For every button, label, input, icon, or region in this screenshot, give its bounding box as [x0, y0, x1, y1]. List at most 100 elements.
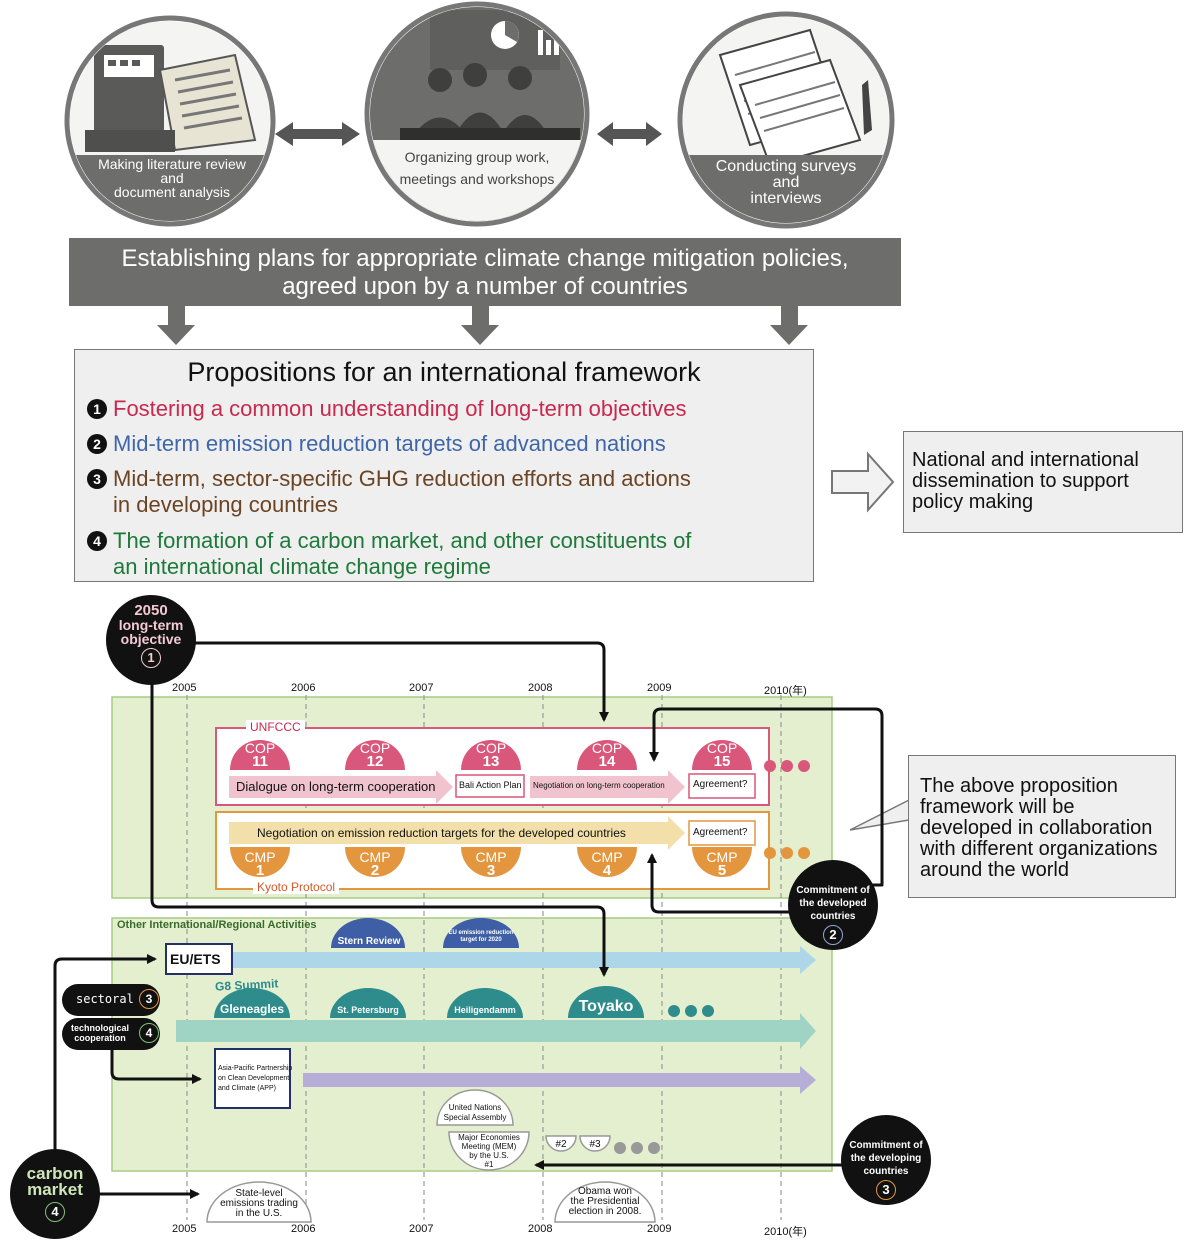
negotiation-ltc-arrow	[530, 770, 685, 804]
dissemination-box: National and international dissemination…	[903, 431, 1183, 533]
proposition-3-line-1: Mid-term, sector-specific GHG reduction …	[113, 466, 691, 491]
callout-pointer	[849, 798, 910, 831]
cop-14-b: 14	[598, 753, 616, 770]
cop-11-b: 11	[252, 753, 268, 770]
cop-15-b: 15	[713, 753, 731, 770]
propositions-box: Propositions for an international framew…	[74, 349, 814, 582]
proposition-4-line-1: The formation of a carbon market, and ot…	[113, 528, 692, 553]
stern-review-marker	[331, 918, 405, 948]
bali-box	[455, 774, 525, 798]
tech-pill	[62, 1018, 160, 1050]
un-assembly-label: United Nations Special Assembly	[437, 1103, 513, 1123]
proposition-1-num: 1	[87, 399, 107, 419]
dialogue-arrow	[229, 770, 453, 804]
obama-line-3: election in 2008.	[568, 1206, 642, 1217]
cop-markers	[230, 740, 752, 770]
developing-circle-label: Commitment of the developing countries 3	[843, 1139, 929, 1200]
tech-num-badge: 4	[139, 1023, 159, 1043]
un-assembly-line-2: Special Assembly	[443, 1113, 507, 1122]
developed-circle-label: Commitment of the developed countries 2	[790, 884, 876, 945]
g8-arrow	[176, 1013, 816, 1049]
plan-line-1: Establishing plans for appropriate clima…	[121, 245, 849, 272]
state-trading-marker	[206, 1181, 312, 1223]
mem3-marker	[579, 1135, 611, 1152]
app-line-1: Asia-Pacific Partnership	[218, 1065, 293, 1072]
group-work-line-1: Organizing group work,	[404, 149, 550, 165]
dissemination-line-3: policy making	[912, 491, 1034, 513]
collaboration-line-5: around the world	[920, 859, 1069, 881]
collaboration-box: The above proposition framework will be …	[908, 755, 1176, 898]
agreement-2-label: Agreement?	[693, 827, 748, 838]
dissemination-line-2: dissemination to support	[912, 470, 1129, 492]
tech-label: technological cooperation	[64, 1023, 136, 1043]
proposition-2-text: Mid-term emission reduction targets of a…	[113, 431, 666, 456]
eu-target-line-2: target for 2020	[460, 937, 502, 943]
app-box	[214, 1048, 291, 1109]
surveys-label: Conducting surveys and interviews	[696, 159, 876, 207]
proposition-3-num: 3	[87, 469, 107, 489]
literature-review-line-1: Making literature review	[98, 156, 246, 172]
cop-14-a: COP	[591, 740, 623, 756]
cmp-continuation-dots	[764, 847, 810, 859]
state-trading-label: State-level emissions trading in the U.S…	[207, 1189, 311, 1219]
cmp-3-b: 3	[486, 862, 496, 879]
collaboration-line-4: with different organizations	[920, 838, 1158, 860]
eu-target-marker	[443, 918, 519, 948]
collaboration-line-1: The above proposition	[920, 775, 1118, 797]
year-top-2007: 2007	[409, 682, 434, 694]
longterm-circle-label: 2050 long-term objective 1	[108, 603, 194, 668]
survey-documents-icon	[677, 11, 895, 229]
collaboration-line-2: framework will be	[920, 796, 1075, 818]
cmp-2-a: CMP	[359, 849, 391, 865]
tech-line-2: cooperation	[74, 1033, 126, 1043]
kyoto-label: Kyoto Protocol	[253, 880, 340, 894]
year-top-2010: 2010(年)	[764, 685, 807, 697]
negotiation-targets-label: Negotiation on emission reduction target…	[257, 826, 626, 840]
cmp-5-a: CMP	[706, 849, 738, 865]
app-arrow	[303, 1066, 816, 1094]
developed-line-1: Commitment of	[796, 885, 870, 896]
literature-review-label: Making literature review and document an…	[82, 157, 262, 199]
state-trading-line-1: State-level	[235, 1188, 283, 1199]
year-bottom-2008: 2008	[528, 1223, 553, 1235]
proposition-3: 3 Mid-term, sector-specific GHG reduction…	[87, 466, 691, 518]
cmp-4-b: 4	[602, 862, 612, 879]
year-top-2009: 2009	[647, 682, 672, 694]
euets-label: EU/ETS	[170, 951, 221, 967]
cmp-3-a: CMP	[475, 849, 507, 865]
developing-line-1: Commitment of	[849, 1140, 923, 1151]
longterm-line-2: long-term	[118, 617, 184, 633]
longterm-circle	[106, 595, 196, 685]
developing-circle	[841, 1115, 931, 1205]
hollow-arrow	[831, 451, 895, 513]
unfccc-label: UNFCCC	[246, 720, 305, 734]
negotiation-targets-arrow	[229, 816, 685, 850]
app-label: Asia-Pacific Partnership on Clean Develo…	[218, 1064, 292, 1094]
propositions-title: Propositions for an international framew…	[187, 357, 701, 387]
group-work-label: Organizing group work, meetings and work…	[377, 146, 577, 190]
sectoral-label: sectoral	[76, 992, 134, 1006]
literature-review-icon	[64, 15, 276, 227]
surveys-line-3: interviews	[750, 190, 822, 207]
eu-target-line-1: EU emission reduction	[448, 930, 514, 936]
bali-label: Bali Action Plan	[459, 780, 522, 790]
mem-line-2: Meeting (MEM)	[461, 1142, 517, 1151]
g8-markers	[214, 986, 644, 1018]
mem-line-4: #1	[484, 1160, 494, 1169]
proposition-4-line-2: an international climate change regime	[113, 554, 491, 579]
gleneagles-label: Gleneagles	[219, 1002, 285, 1016]
surveys-line-1: Conducting surveys	[715, 158, 857, 175]
un-assembly-line-1: United Nations	[448, 1103, 502, 1112]
longterm-line-3: objective	[120, 631, 182, 647]
mem2-marker	[545, 1135, 577, 1152]
year-top-2008: 2008	[528, 682, 553, 694]
group-work-line-2: meetings and workshops	[399, 171, 555, 187]
